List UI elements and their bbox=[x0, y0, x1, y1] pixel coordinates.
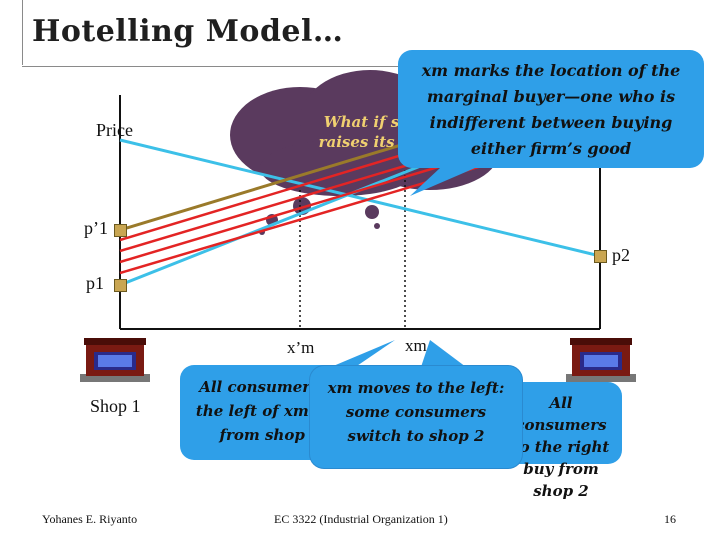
footer-course: EC 3322 (Industrial Organization 1) bbox=[274, 512, 448, 526]
p1-label: p1 bbox=[86, 273, 104, 293]
price-axis-label: Price bbox=[96, 120, 133, 140]
slide-title: Hotelling Model… bbox=[32, 14, 344, 49]
footer-author: Yohanes E. Riyanto bbox=[42, 512, 138, 526]
bottom-right-callout-tail bbox=[420, 340, 470, 370]
p1-prime-label: p’1 bbox=[84, 218, 108, 238]
marginal-buyer-callout: xm marks the location of the marginal bu… bbox=[398, 50, 704, 168]
shop-1-label: Shop 1 bbox=[90, 396, 141, 416]
shop-1-icon bbox=[80, 338, 150, 382]
p1-prime-marker bbox=[114, 224, 127, 237]
p2-marker bbox=[594, 250, 607, 263]
shop-2-delivered-price-line bbox=[119, 138, 601, 258]
xm-moves-callout: xm moves to the left: some consumers swi… bbox=[310, 366, 522, 468]
p2-label: p2 bbox=[612, 245, 630, 265]
transition-line-3 bbox=[119, 148, 496, 264]
footer-page-number: 16 bbox=[664, 512, 676, 526]
shop-2-icon bbox=[566, 338, 636, 382]
title-rule-horizontal bbox=[22, 66, 682, 67]
p1-marker bbox=[114, 279, 127, 292]
top-callout-tail bbox=[410, 168, 475, 196]
title-rule-vertical bbox=[22, 0, 23, 65]
xm-label: xm bbox=[405, 336, 427, 355]
xm-prime-label: x’m bbox=[287, 338, 315, 357]
